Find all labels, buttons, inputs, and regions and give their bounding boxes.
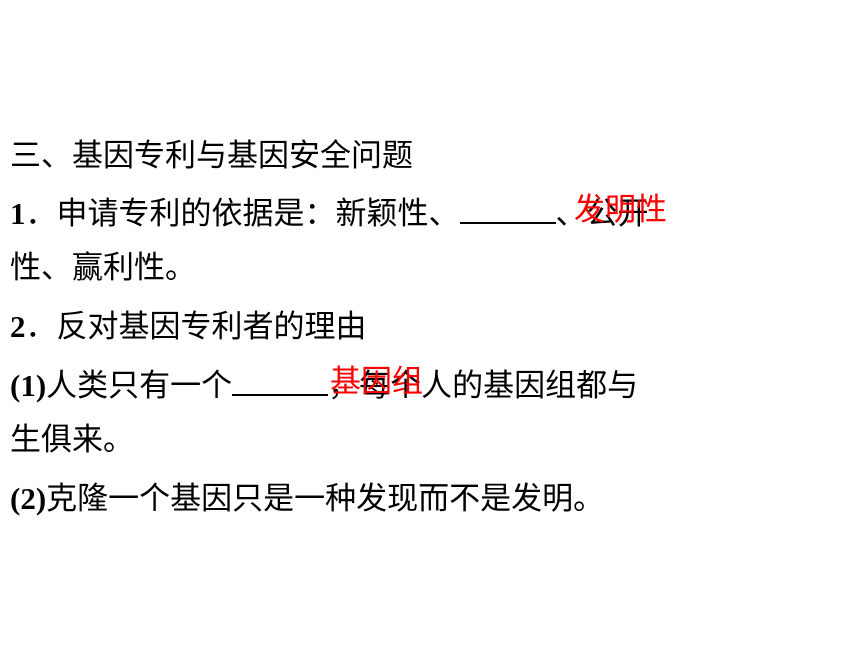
item-2-number: 2 [10, 309, 26, 344]
sub-1-blank [232, 368, 329, 396]
item-2-text: 反对基因专利者的理由 [56, 309, 367, 345]
item-1-blank [459, 196, 556, 224]
item-1-answer: 发明性 [574, 192, 667, 228]
item-1-separator: ． [25, 196, 57, 232]
sub-1-continuation: 生俱来。 [10, 422, 134, 458]
section-heading: 三、基因专利与基因安全问题 [10, 134, 413, 178]
item-2-line: 2．反对基因专利者的理由 [10, 305, 367, 349]
item-1-number: 1 [10, 196, 26, 231]
item-1-line-1: 1．申请专利的依据是：新颖性、 、公开 [10, 192, 649, 236]
sub-1-suffix: ，每个人的基因组都与 [328, 368, 639, 404]
sub-2-number: (2) [10, 481, 47, 516]
sub-1-answer: 基因组 [330, 364, 423, 400]
sub-2-text: 克隆一个基因只是一种发现而不是发明。 [46, 481, 605, 517]
item-1-suffix: 、公开 [555, 196, 649, 232]
sub-1-number: (1) [10, 368, 47, 403]
section-heading-text: 三、基因专利与基因安全问题 [10, 138, 413, 174]
item-2-separator: ． [25, 309, 57, 345]
item-1-line-2: 性、赢利性。 [10, 246, 196, 290]
sub-1-prefix: 人类只有一个 [46, 368, 233, 404]
item-1-continuation: 性、赢利性。 [10, 250, 196, 286]
item-1-prefix: 申请专利的依据是：新颖性、 [56, 196, 460, 232]
sub-1-line-1: (1)人类只有一个 ，每个人的基因组都与 [10, 364, 638, 408]
sub-1-line-2: 生俱来。 [10, 418, 134, 462]
sub-2-line: (2)克隆一个基因只是一种发现而不是发明。 [10, 477, 604, 521]
